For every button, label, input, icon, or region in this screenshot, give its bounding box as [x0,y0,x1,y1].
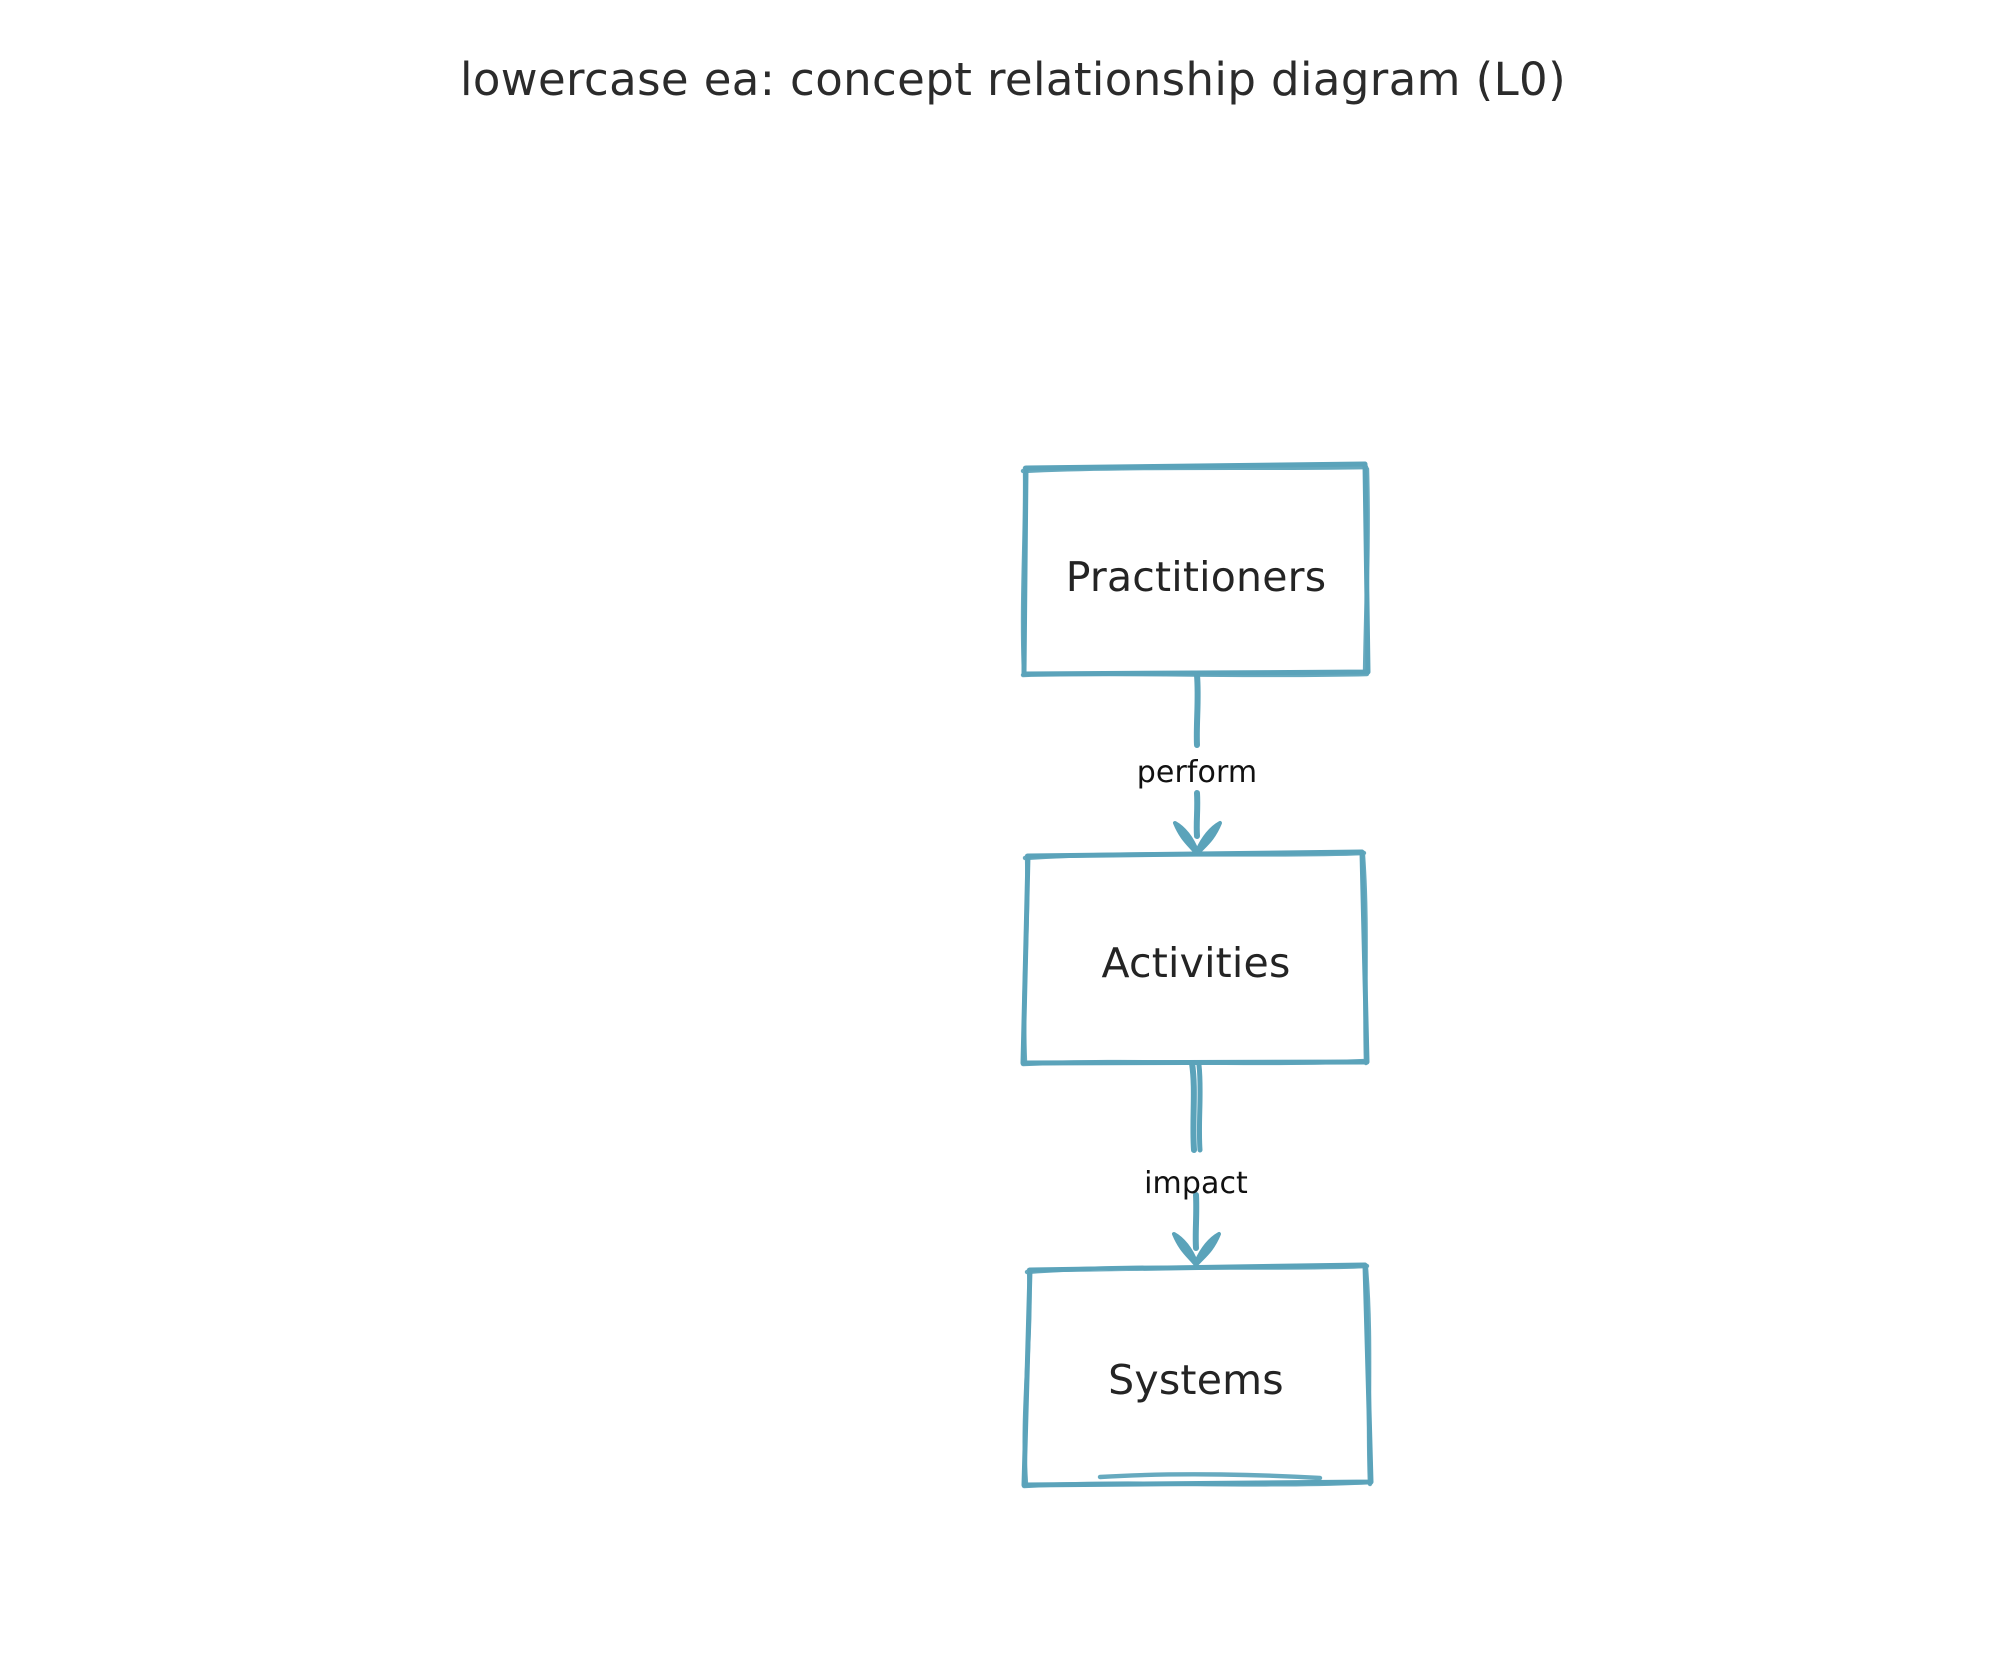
node-practitioners[interactable]: Practitioners [1020,461,1371,678]
edge-impact-line-upper-a [1189,1060,1197,1153]
edge-perform-line-upper [1193,672,1201,748]
node-systems-shape-overstroke [1021,1263,1374,1489]
node-activities-shape-overstroke [1020,850,1370,1067]
edge-impact-line-lower [1192,1192,1200,1251]
node-systems-label: Systems [1108,1356,1284,1404]
edge-impact-label: impact [1144,1166,1248,1201]
edge-perform: perform [1137,672,1257,856]
edge-impact: impact [1144,1060,1248,1267]
edge-impact-line-upper-b [1196,1062,1203,1153]
edge-perform-label: perform [1137,755,1257,790]
node-activities[interactable]: Activities [1020,849,1370,1067]
node-activities-label: Activities [1101,939,1290,987]
edge-impact-arrowhead [1172,1232,1221,1267]
node-practitioners-shape-overstroke [1020,464,1370,678]
node-practitioners-label: Practitioners [1066,553,1327,601]
page-title: lowercase ea: concept relationship diagr… [460,53,1566,106]
edge-perform-line-lower [1193,790,1201,839]
edge-perform-arrowhead [1173,821,1222,856]
node-systems[interactable]: Systems [1021,1262,1374,1489]
